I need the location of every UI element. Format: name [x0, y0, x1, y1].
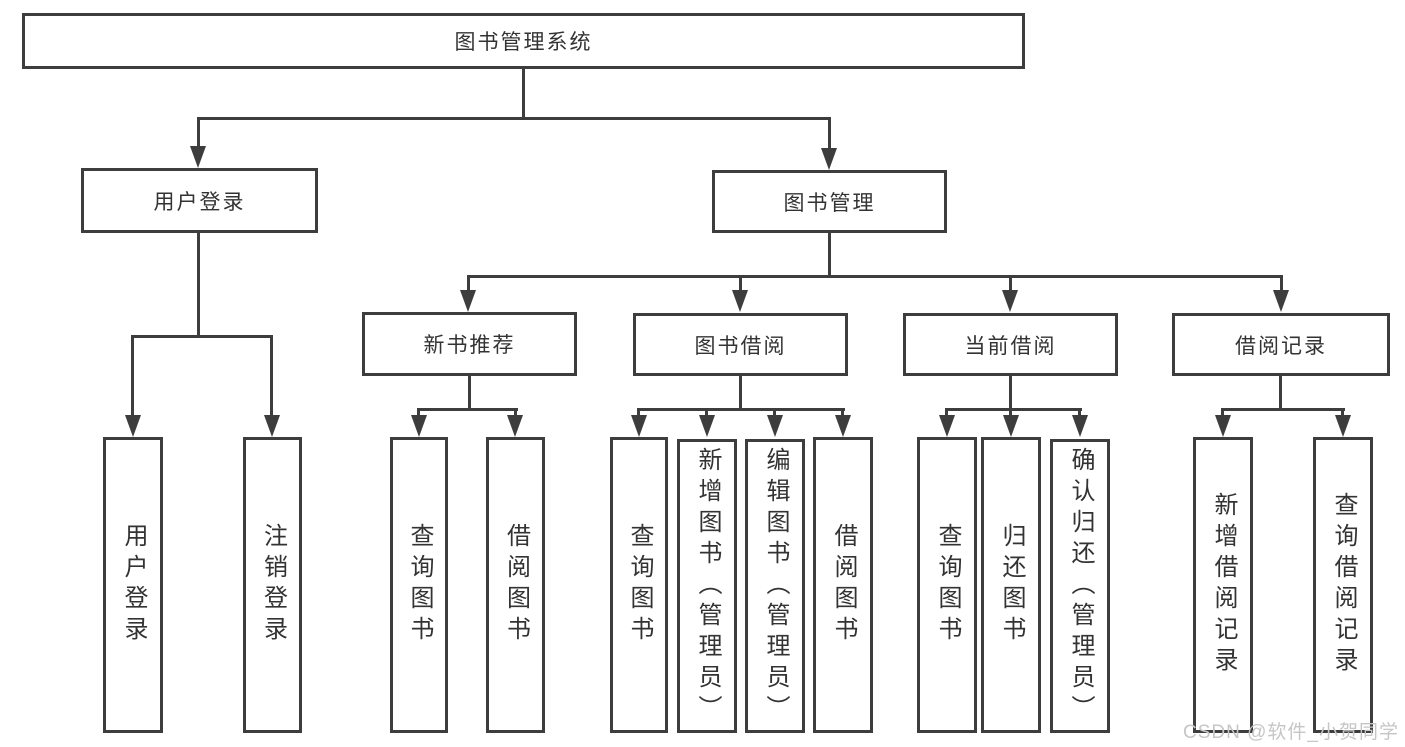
leaf-label: 注销登录	[259, 523, 287, 647]
connector-stem	[637, 408, 640, 420]
node-label: 图书借阅	[694, 334, 787, 358]
leaf-label: 查询图书	[626, 523, 653, 647]
connector-root-trunk	[522, 69, 525, 120]
arrow-down-icon	[1072, 415, 1088, 437]
leaf-edit-books-admin: 编辑图书（管理员）	[745, 439, 805, 733]
arrow-down-icon	[411, 415, 427, 437]
connector-stem	[514, 408, 517, 420]
arrow-down-icon	[264, 415, 280, 437]
connector-stem	[417, 408, 420, 420]
connector-stem	[197, 117, 200, 150]
leaf-label: 借阅图书	[502, 523, 530, 647]
arrow-down-icon	[1215, 415, 1231, 437]
arrow-down-icon	[125, 415, 141, 437]
connector-stem	[1280, 275, 1283, 293]
node-borrowing-records: 借阅记录	[1172, 313, 1390, 376]
leaf-label: 用户登录	[120, 523, 147, 647]
arrow-down-icon	[732, 290, 748, 312]
leaf-label: 借阅图书	[830, 523, 857, 647]
arrow-down-icon	[767, 415, 783, 437]
connector-current-borrowing-branch	[945, 408, 1082, 411]
arrow-down-icon	[1003, 415, 1019, 437]
leaf-query-books-borrowing: 查询图书	[610, 437, 668, 733]
leaf-label: 编辑图书（管理员）	[762, 446, 789, 726]
connector-stem	[1221, 408, 1224, 420]
connector-stem	[467, 275, 470, 293]
node-label: 借阅记录	[1235, 334, 1327, 358]
leaf-label: 归还图书	[998, 523, 1025, 647]
connector-book-borrowing-branch	[637, 408, 845, 411]
connector-book-borrowing-trunk	[739, 376, 742, 411]
connector-stem	[270, 335, 273, 416]
leaf-label: 查询图书	[406, 523, 433, 647]
node-label: 新书推荐	[423, 334, 516, 357]
arrow-down-icon	[190, 146, 206, 168]
leaf-borrow-books-recommend: 借阅图书	[486, 437, 545, 733]
node-label: 用户登录	[153, 190, 246, 214]
node-label: 当前借阅	[964, 334, 1057, 358]
leaf-logout: 注销登录	[243, 437, 302, 733]
leaf-label: 查询图书	[934, 523, 961, 647]
node-label: 图书管理	[783, 191, 876, 215]
connector-stem	[828, 117, 831, 150]
node-new-book-recommend: 新书推荐	[362, 312, 577, 376]
arrow-down-icon	[939, 415, 955, 437]
connector-stem	[739, 275, 742, 293]
connector-stem	[1009, 408, 1012, 420]
watermark: CSDN @软件_小贺同学	[1183, 722, 1399, 743]
connector-stem	[1078, 408, 1081, 420]
connector-book-management-trunk	[828, 233, 831, 278]
leaf-add-books-admin: 新增图书（管理员）	[677, 439, 737, 733]
leaf-label: 确认归还（管理员）	[1067, 446, 1094, 726]
leaf-label: 查询借阅记录	[1330, 492, 1357, 678]
connector-borrowing-records-trunk	[1279, 376, 1282, 411]
arrow-down-icon	[1273, 290, 1289, 312]
arrow-down-icon	[699, 415, 715, 437]
arrow-down-icon	[507, 415, 523, 437]
leaf-label: 新增图书（管理员）	[694, 446, 721, 726]
connector-new-book-branch	[417, 408, 518, 411]
connector-stem	[131, 335, 134, 416]
node-user-login: 用户登录	[81, 168, 318, 233]
arrow-down-icon	[835, 415, 851, 437]
leaf-query-books-current: 查询图书	[917, 437, 977, 733]
leaf-query-borrow-record: 查询借阅记录	[1313, 437, 1373, 733]
connector-user-login-branch	[131, 335, 273, 338]
connector-stem	[1341, 408, 1344, 420]
connector-stem	[841, 408, 844, 420]
node-current-borrowing: 当前借阅	[903, 313, 1118, 376]
leaf-add-borrow-record: 新增借阅记录	[1193, 437, 1253, 733]
connector-stem	[705, 408, 708, 420]
node-book-management-system: 图书管理系统	[22, 13, 1025, 69]
connector-new-book-trunk	[468, 375, 471, 411]
arrow-down-icon	[460, 290, 476, 312]
connector-level2-branch	[197, 117, 831, 120]
node-book-management: 图书管理	[712, 170, 947, 233]
leaf-return-books: 归还图书	[981, 437, 1041, 733]
arrow-down-icon	[821, 148, 837, 170]
arrow-down-icon	[1002, 290, 1018, 312]
leaf-borrow-books-borrowing: 借阅图书	[813, 437, 873, 733]
connector-user-login-trunk	[197, 233, 200, 338]
connector-current-borrowing-trunk	[1009, 376, 1012, 411]
leaf-user-login: 用户登录	[103, 437, 163, 733]
leaf-confirm-return-admin: 确认归还（管理员）	[1050, 439, 1110, 733]
connector-borrowing-records-branch	[1221, 408, 1345, 411]
arrow-down-icon	[631, 415, 647, 437]
connector-stem	[1009, 275, 1012, 293]
arrow-down-icon	[1335, 415, 1351, 437]
connector-stem	[945, 408, 948, 420]
node-label: 图书管理系统	[454, 31, 593, 54]
connector-stem	[773, 408, 776, 420]
leaf-query-books-recommend: 查询图书	[390, 437, 448, 733]
leaf-label: 新增借阅记录	[1210, 492, 1237, 678]
connector-level3-branch	[467, 275, 1283, 278]
node-book-borrowing: 图书借阅	[633, 313, 848, 376]
